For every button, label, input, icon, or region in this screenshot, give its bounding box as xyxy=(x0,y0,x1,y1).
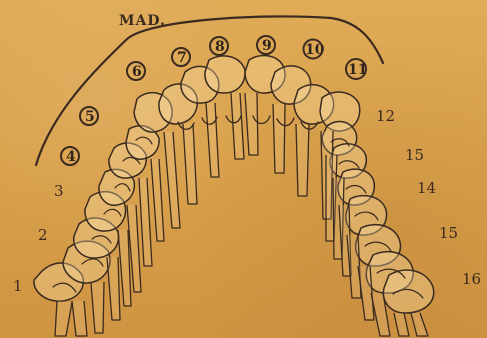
right-label-16: 16 xyxy=(462,270,481,288)
circled-label-6: 6 xyxy=(132,64,142,80)
right-label-12: 12 xyxy=(376,107,395,125)
circled-label-9: 9 xyxy=(262,38,272,54)
circled-label-8: 8 xyxy=(215,39,225,55)
left-label-3: 3 xyxy=(54,182,64,200)
right-label-14: 14 xyxy=(417,179,436,197)
circled-label-10: 10 xyxy=(305,42,325,58)
circled-label-4: 4 xyxy=(66,149,76,165)
right-label-15-top: 15 xyxy=(405,146,424,164)
circled-label-7: 7 xyxy=(177,50,187,66)
left-label-1: 1 xyxy=(13,277,23,295)
right-label-15-bottom: 15 xyxy=(439,224,458,242)
circled-label-5: 5 xyxy=(85,109,95,125)
right-arch xyxy=(245,56,434,336)
circled-label-11: 11 xyxy=(348,62,367,78)
left-arch xyxy=(34,56,245,336)
left-label-2: 2 xyxy=(38,226,48,244)
mad-stamp: MAD. xyxy=(119,13,166,29)
